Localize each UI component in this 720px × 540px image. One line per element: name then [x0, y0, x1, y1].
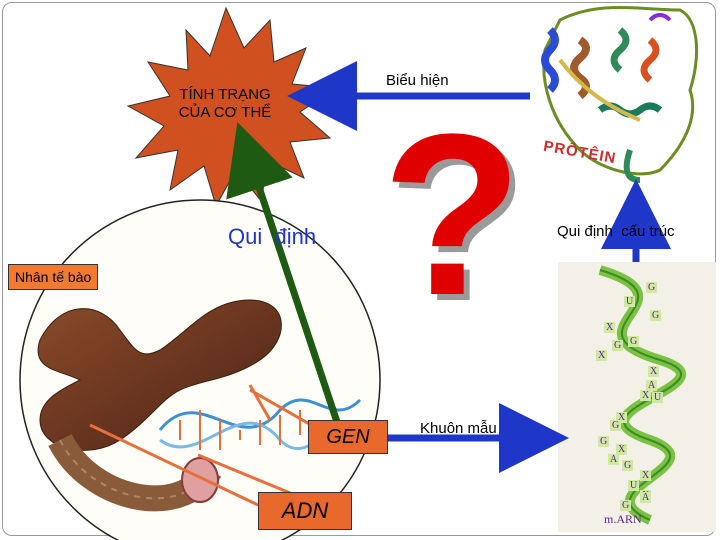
mrna-base-letter: G [612, 340, 623, 351]
template-label: Khuôn mẫu [420, 420, 497, 437]
mrna-base-letter: X [604, 322, 615, 333]
mrna-base-letter: X [648, 366, 659, 377]
mrna-base-letter: G [650, 310, 661, 321]
mrna-base-letter: A [608, 454, 619, 465]
mrna-base-letter: G [646, 282, 657, 293]
determines-structure-label: Qui định cấu trúc [557, 223, 675, 240]
mrna-base-letter: U [624, 296, 635, 307]
mrna-base-letter: G [598, 436, 609, 447]
mrna-base-letter: G [610, 420, 621, 431]
mrna-image-panel [558, 262, 716, 532]
mrna-base-letter: G [628, 336, 639, 347]
mrna-base-letter: X [640, 390, 651, 401]
mrna-base-letter: G [620, 500, 631, 511]
mrna-base-letter: X [640, 470, 651, 481]
dna-box: ADN [258, 492, 352, 530]
question-mark: ? [382, 100, 523, 330]
mrna-base-letter: G [622, 460, 633, 471]
mrna-base-letter: X [596, 350, 607, 361]
gene-box: GEN [308, 420, 388, 454]
mrna-label: m.ARN [604, 512, 642, 527]
mrna-base-letter: U [628, 480, 639, 491]
mrna-base-letter: A [640, 492, 651, 503]
determines-label: Qui định [228, 224, 316, 250]
mrna-base-letter: U [652, 392, 663, 403]
cell-nucleus-tag: Nhân tế bào [8, 264, 98, 290]
trait-label: TÍNH TRẠNG CỦA CƠ THỂ [160, 86, 290, 122]
